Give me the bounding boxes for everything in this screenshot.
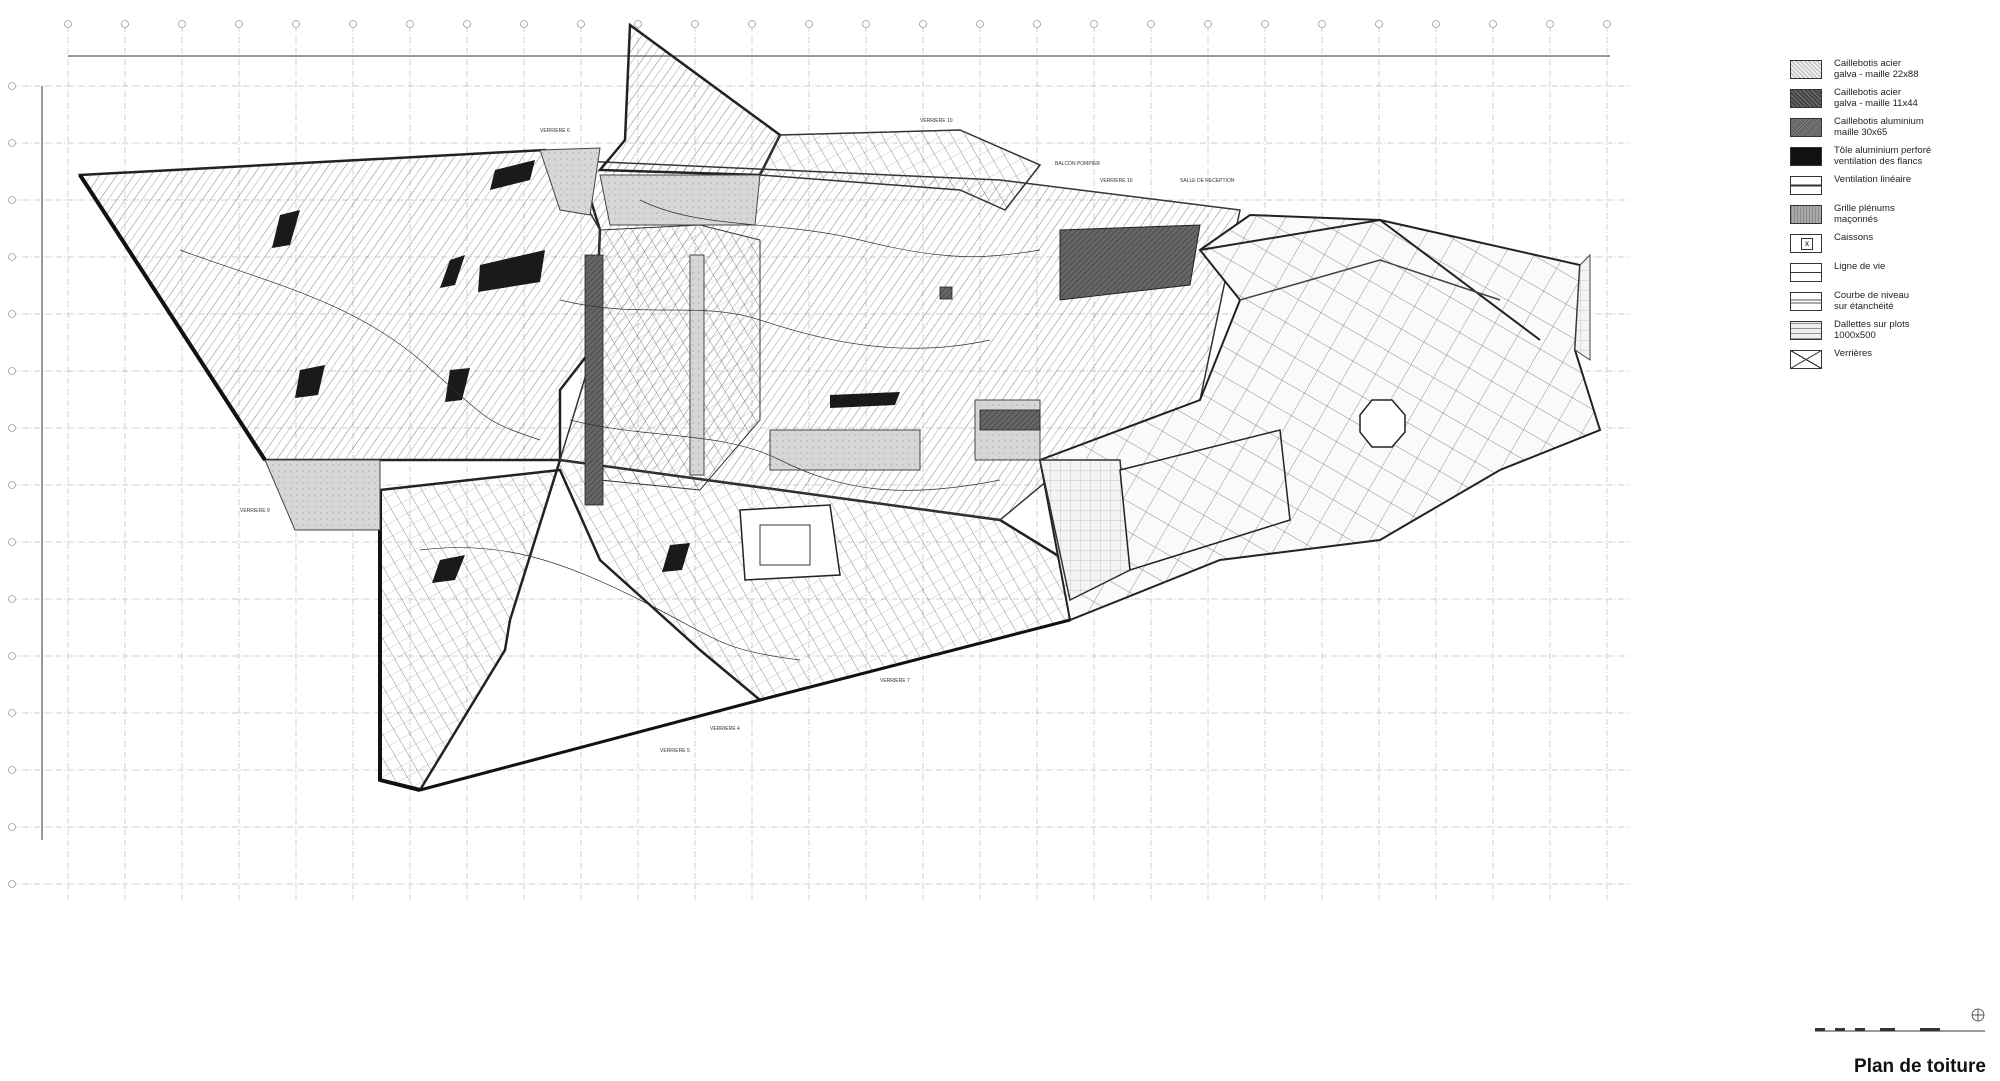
grid-bubble — [8, 595, 16, 603]
legend-label: Ventilation linéaire — [1834, 174, 1912, 185]
grid-bubble — [520, 20, 528, 28]
legend-swatch-double-line — [1790, 292, 1822, 311]
legend-label: Courbe de niveau sur étanchéité — [1834, 290, 1909, 312]
verriere-roof — [1038, 213, 1602, 622]
grid-bubble — [862, 20, 870, 28]
grid-bubble — [8, 253, 16, 261]
grid-bubble — [976, 20, 984, 28]
label-verriere-9: VERRIERE 9 — [240, 508, 270, 514]
grid-bubble — [178, 20, 186, 28]
legend-item: Caillebotis acier galva - maille 11x44 — [1790, 87, 1990, 116]
grid-bubble — [8, 709, 16, 717]
grid-bubble — [1147, 20, 1155, 28]
grid-bubble — [8, 823, 16, 831]
legend-label: Caillebotis aluminium maille 30x65 — [1834, 116, 1924, 138]
grid-bubble — [8, 652, 16, 660]
grid-bubble — [805, 20, 813, 28]
label-verriere-10-a: VERRIERE 10 — [920, 118, 953, 124]
grid-bubble — [1546, 20, 1554, 28]
legend-item: x Caissons — [1790, 232, 1990, 261]
legend-swatch-box-x: x — [1790, 234, 1822, 253]
grid-bubble — [8, 880, 16, 888]
legend-label: Caillebotis acier galva - maille 22x88 — [1834, 58, 1919, 80]
legend-item: Grille plénums maçonnés — [1790, 203, 1990, 232]
grid-bubble — [8, 424, 16, 432]
legend-item: Verrières — [1790, 348, 1990, 377]
legend-swatch-mid-gray — [1790, 205, 1822, 224]
label-salle: SALLE DE RECEPTION — [1180, 178, 1235, 184]
legend-label: Caissons — [1834, 232, 1874, 243]
grid-bubble — [406, 20, 414, 28]
grid-bubble — [121, 20, 129, 28]
scale-bar — [1815, 1028, 1985, 1032]
grid-bubble — [8, 367, 16, 375]
grid-bubble — [1489, 20, 1497, 28]
legend-swatch-line-arrow — [1790, 176, 1822, 195]
legend-label: Ligne de vie — [1834, 261, 1886, 272]
grid-bubble — [1603, 20, 1611, 28]
grid-bubble — [1090, 20, 1098, 28]
grid-bubble — [64, 20, 72, 28]
grid-bubble — [8, 766, 16, 774]
grid-bubble — [1204, 20, 1212, 28]
label-balcon: BALCON POMPIER — [1055, 161, 1100, 167]
level-curves — [179, 199, 1041, 661]
grid-bubble — [292, 20, 300, 28]
grid-bubble — [463, 20, 471, 28]
legend-swatch-grid — [1790, 321, 1822, 340]
legend-swatch-line — [1790, 263, 1822, 282]
grid-bubble — [919, 20, 927, 28]
legend-label: Caillebotis acier galva - maille 11x44 — [1834, 87, 1918, 109]
legend-swatch-cross — [1790, 350, 1822, 369]
legend-item: Courbe de niveau sur étanchéité — [1790, 290, 1990, 319]
grid-bubble — [1375, 20, 1383, 28]
legend-item: Tôle aluminium perforé ventilation des f… — [1790, 145, 1990, 174]
grid-bubble — [691, 20, 699, 28]
grid-bubble — [1432, 20, 1440, 28]
legend-label: Tôle aluminium perforé ventilation des f… — [1834, 145, 1932, 167]
grid-bubble — [8, 310, 16, 318]
grid-bubble — [634, 20, 642, 28]
legend-item: Dallettes sur plots 1000x500 — [1790, 319, 1990, 348]
legend-swatch-black — [1790, 147, 1822, 166]
grid-bubble — [1033, 20, 1041, 28]
legend-swatch-hatch-light — [1790, 60, 1822, 79]
grid-bubble — [8, 481, 16, 489]
label-verriere-10-b: VERRIERE 10 — [1100, 178, 1133, 184]
grid-bubble — [748, 20, 756, 28]
grid-bubble — [235, 20, 243, 28]
legend-item: Ventilation linéaire — [1790, 174, 1990, 203]
label-verriere-7: VERRIERE 7 — [880, 678, 910, 684]
roof-footprint — [77, 22, 1267, 792]
legend-swatch-dark-gray — [1790, 89, 1822, 108]
annotations: VERRIERE 6 VERRIERE 10 VERRIERE 10 VERRI… — [240, 118, 1235, 754]
legend-item: Ligne de vie — [1790, 261, 1990, 290]
legend-label: Grille plénums maçonnés — [1834, 203, 1895, 225]
grid-bubble — [8, 196, 16, 204]
label-verriere-4: VERRIERE 4 — [710, 726, 740, 732]
grid-bubble — [349, 20, 357, 28]
legend-item: Caillebotis acier galva - maille 22x88 — [1790, 58, 1990, 87]
label-verriere-6: VERRIERE 6 — [540, 128, 570, 134]
north-arrow — [1971, 1008, 1985, 1022]
grid-bubble — [1261, 20, 1269, 28]
drawing-title: Plan de toiture — [1854, 1056, 1986, 1077]
legend-swatch-dark-gray-fine — [1790, 118, 1822, 137]
grid-bubble — [8, 538, 16, 546]
grid-bubble — [1318, 20, 1326, 28]
grid-bubble — [577, 20, 585, 28]
legend-label: Dallettes sur plots 1000x500 — [1834, 319, 1910, 341]
grid-bubble — [8, 82, 16, 90]
grid-bubble — [8, 139, 16, 147]
legend-label: Verrières — [1834, 348, 1873, 359]
label-verriere-5: VERRIERE 5 — [660, 748, 690, 754]
legend-item: Caillebotis aluminium maille 30x65 — [1790, 116, 1990, 145]
